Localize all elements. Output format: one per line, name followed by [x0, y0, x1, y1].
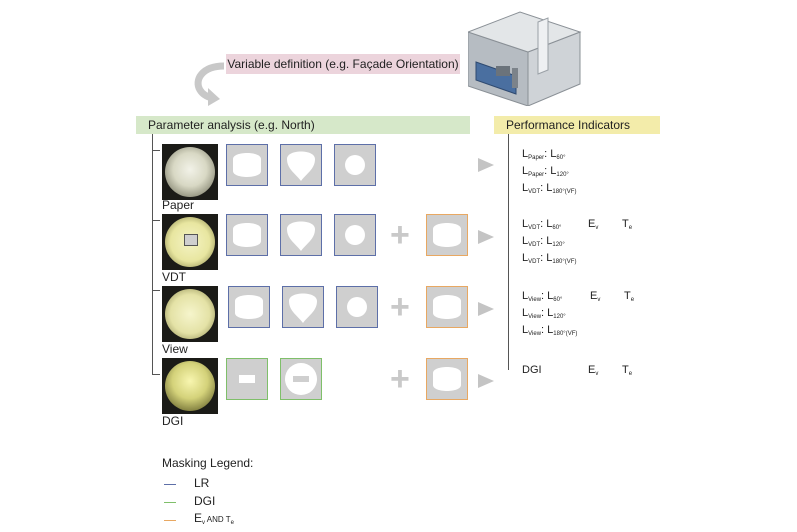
- legend-line-dgi: [164, 502, 176, 503]
- legend-item-dgi: DGI: [194, 494, 216, 508]
- legend-line-ev-te: [164, 520, 176, 521]
- mask-lr-120: [282, 286, 324, 328]
- te-indicator: Te: [622, 218, 633, 231]
- tree-branch: [152, 374, 160, 375]
- ev-indicator: Ev: [588, 364, 599, 377]
- ev-indicator: Ev: [588, 218, 599, 231]
- legend-line-lr: [164, 484, 176, 485]
- variable-definition-label: Variable definition (e.g. Façade Orienta…: [226, 54, 460, 74]
- row-label-vdt: VDT: [162, 270, 186, 284]
- mask-lr-180: [334, 214, 376, 256]
- mask-ev-te: [426, 214, 468, 256]
- plus-icon: +: [390, 288, 410, 326]
- mask-lr-120: [280, 144, 322, 186]
- mask-lr-180: [334, 144, 376, 186]
- arrow-icon: [478, 374, 494, 393]
- indicator-block-paper: LPaper: L60° LPaper: L120° LVDT: L180°(V…: [522, 148, 577, 195]
- ev-indicator: Ev: [590, 290, 601, 303]
- arrow-icon: [478, 158, 494, 177]
- legend-item-ev-te: Ev AND Te: [194, 511, 234, 527]
- tree-branch: [152, 290, 160, 291]
- parameter-analysis-header: Parameter analysis (e.g. North): [136, 116, 470, 134]
- row-label-view: View: [162, 342, 188, 356]
- indicator-connector: [508, 134, 509, 370]
- arrow-icon: [478, 302, 494, 321]
- tree-branch: [152, 220, 160, 221]
- tree-branch: [152, 150, 160, 151]
- legend-title: Masking Legend:: [162, 456, 254, 470]
- mask-lr-180: [336, 286, 378, 328]
- mask-lr-60: [226, 214, 268, 256]
- mask-dgi-1: [226, 358, 268, 400]
- indicator-block-view: LView: L60° LView: L120° LView: L180°(VF…: [522, 290, 578, 337]
- indicator-dgi: DGI: [522, 364, 542, 376]
- arrow-icon: [478, 230, 494, 249]
- indicator-symbol: L: [522, 148, 529, 160]
- row-label-dgi: DGI: [162, 414, 184, 428]
- mask-dgi-2: [280, 358, 322, 400]
- indicator-block-vdt: LVDT: L60° LVDT: L120° LVDT: L180°(VF): [522, 218, 577, 265]
- mask-lr-120: [280, 214, 322, 256]
- fisheye-image-view: [162, 286, 218, 342]
- performance-indicators-header: Performance Indicators: [494, 116, 660, 134]
- plus-icon: +: [390, 360, 410, 398]
- fisheye-image-dgi: [162, 358, 218, 414]
- fisheye-image-paper: [162, 144, 218, 200]
- curved-arrow-icon: [190, 58, 230, 106]
- tree-connector: [152, 134, 153, 374]
- legend-item-lr: LR: [194, 476, 210, 490]
- mask-ev-te: [426, 358, 468, 400]
- room-model: [466, 10, 584, 107]
- mask-lr-60: [226, 144, 268, 186]
- mask-ev-te: [426, 286, 468, 328]
- fisheye-image-vdt: [162, 214, 218, 270]
- te-indicator: Te: [622, 364, 633, 377]
- te-indicator: Te: [624, 290, 635, 303]
- plus-icon: +: [390, 216, 410, 254]
- mask-lr-60: [228, 286, 270, 328]
- row-label-paper: Paper: [162, 198, 195, 212]
